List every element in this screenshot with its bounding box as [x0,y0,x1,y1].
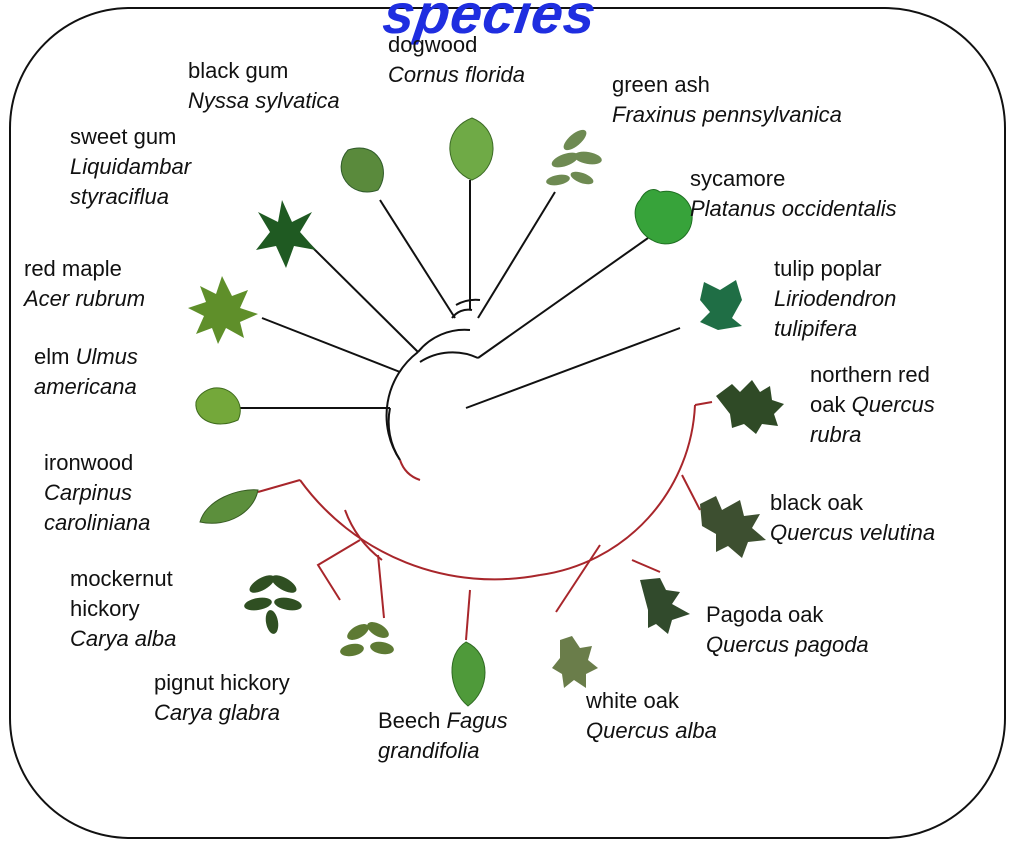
common-and-genus: Beech Fagus [378,706,508,736]
common-name: Beech [378,708,440,733]
label-northern-red-oak: northern red oak Quercus rubra [810,360,935,450]
scientific-name-species: tulipifera [774,314,896,344]
common-name-line1: mockernut [70,564,176,594]
label-tulip-poplar: tulip poplar Liriodendron tulipifera [774,254,896,344]
common-name: black oak [770,488,935,518]
common-name: tulip poplar [774,254,896,284]
common-name: pignut hickory [154,668,290,698]
label-pignut-hickory: pignut hickory Carya glabra [154,668,290,728]
label-black-oak: black oak Quercus velutina [770,488,935,548]
scientific-name: Nyssa sylvatica [188,86,340,116]
scientific-name: Carya alba [70,624,176,654]
scientific-name: Cornus florida [388,60,525,90]
scientific-name-species: caroliniana [44,508,150,538]
scientific-name-species: americana [34,372,138,402]
label-green-ash: green ash Fraxinus pennsylvanica [612,70,842,130]
common-name: ironwood [44,448,150,478]
common-and-genus: oak Quercus [810,390,935,420]
common-name: sweet gum [70,122,191,152]
common-name: elm [34,344,69,369]
label-sweet-gum: sweet gum Liquidambar styraciflua [70,122,191,212]
label-white-oak: white oak Quercus alba [586,686,717,746]
scientific-name: Quercus velutina [770,518,935,548]
label-beech: Beech Fagus grandifolia [378,706,508,766]
common-name: red maple [24,254,145,284]
common-name-line2: hickory [70,594,176,624]
label-elm: elm Ulmus americana [34,342,138,402]
common-name: white oak [586,686,717,716]
common-name: dogwood [388,30,525,60]
common-name: sycamore [690,164,897,194]
label-black-gum: black gum Nyssa sylvatica [188,56,340,116]
label-dogwood: dogwood Cornus florida [388,30,525,90]
scientific-name-species: grandifolia [378,736,508,766]
scientific-name-genus: Liquidambar [70,152,191,182]
scientific-name-species: styraciflua [70,182,191,212]
scientific-name-genus: Fagus [447,708,508,733]
common-name: green ash [612,70,842,100]
scientific-name: Quercus pagoda [706,630,869,660]
scientific-name-genus: Carpinus [44,478,150,508]
label-red-maple: red maple Acer rubrum [24,254,145,314]
scientific-name-species: rubra [810,420,935,450]
label-ironwood: ironwood Carpinus caroliniana [44,448,150,538]
label-pagoda-oak: Pagoda oak Quercus pagoda [706,600,869,660]
scientific-name-genus: Ulmus [76,344,138,369]
common-name: black gum [188,56,340,86]
scientific-name-genus: Liriodendron [774,284,896,314]
common-and-genus: elm Ulmus [34,342,138,372]
scientific-name: Acer rubrum [24,284,145,314]
scientific-name: Fraxinus pennsylvanica [612,100,842,130]
common-name: Pagoda oak [706,600,869,630]
label-mockernut-hickory: mockernut hickory Carya alba [70,564,176,654]
scientific-name: Platanus occidentalis [690,194,897,224]
scientific-name-genus: Quercus [852,392,935,417]
scientific-name: Quercus alba [586,716,717,746]
common-name-line2: oak [810,392,845,417]
common-name-line1: northern red [810,360,935,390]
label-sycamore: sycamore Platanus occidentalis [690,164,897,224]
scientific-name: Carya glabra [154,698,290,728]
